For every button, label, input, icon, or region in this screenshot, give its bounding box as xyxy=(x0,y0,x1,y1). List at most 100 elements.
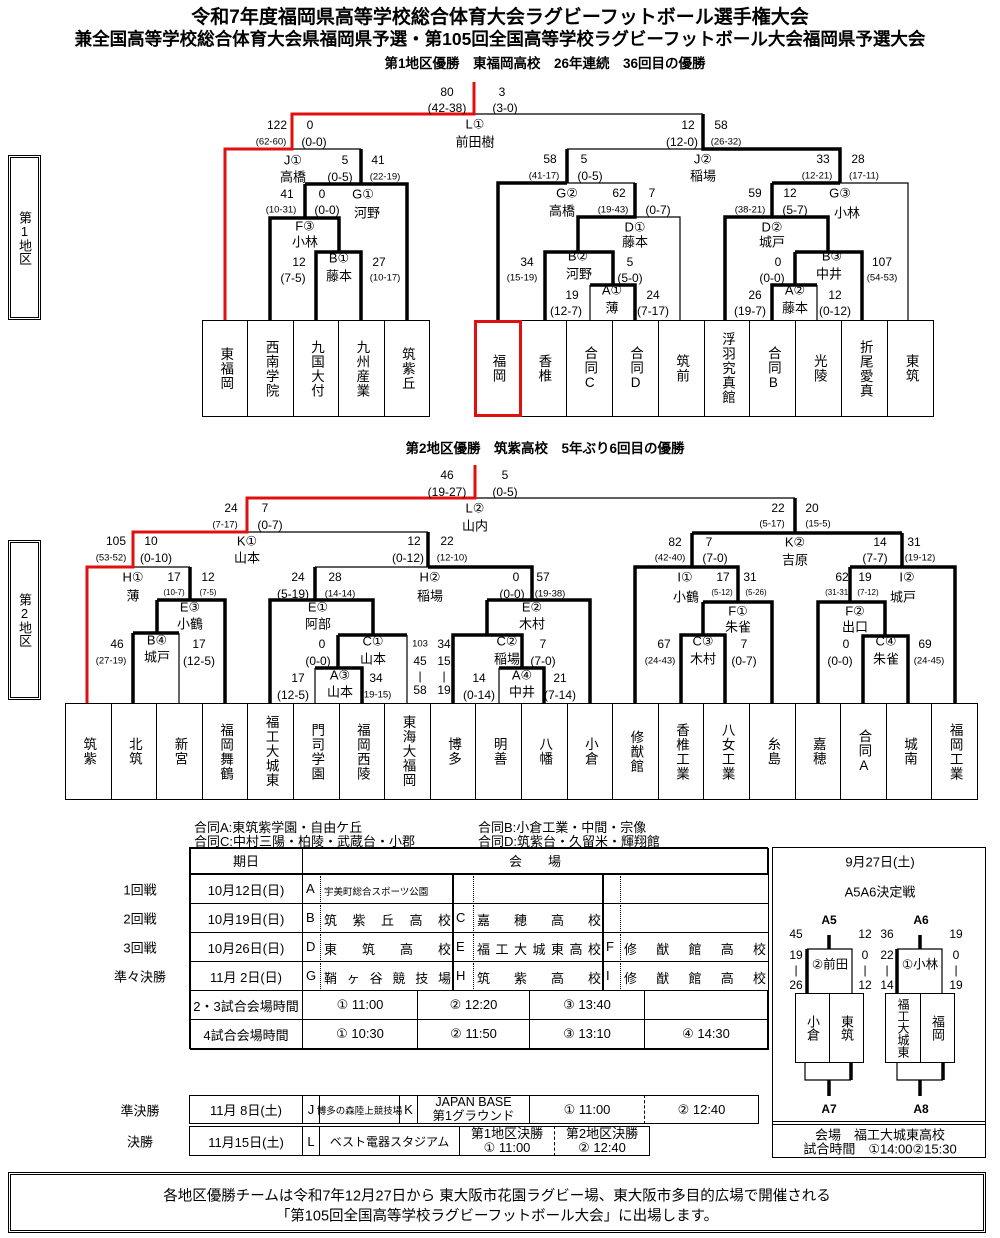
date-cell: 11月 2日(日) xyxy=(189,961,303,991)
score-label: (7-0) xyxy=(702,551,728,565)
round-label: 2回戦 xyxy=(123,911,157,927)
venue-divider xyxy=(473,905,474,933)
half-score-label: (27-19) xyxy=(95,655,127,667)
score-label: 12 xyxy=(292,255,306,269)
region2-teams: 筑紫北筑新宮福岡舞鶴福工大城東門司学園福岡西陵東海大福岡博多明善八幡小倉修猷館香… xyxy=(65,703,978,800)
match-label: 高橋 xyxy=(279,169,307,185)
score-label: 122 xyxy=(266,118,288,132)
joint-team-note: 合同A:東筑紫学園・自由ケ丘 xyxy=(194,820,363,835)
team-cell: 福岡工業 xyxy=(947,722,963,781)
score-label: 36 xyxy=(880,927,894,941)
team-cell: 門司学園 xyxy=(294,704,340,799)
time-row-label: 2・3試合会場時間 xyxy=(189,990,303,1020)
half-score-label: (5-17) xyxy=(759,518,785,530)
score-label: 7 xyxy=(539,637,547,651)
venue-name: 東筑高校 xyxy=(324,942,451,957)
match-label: 藤本 xyxy=(621,234,649,250)
time-row-label: 4試合会場時間 xyxy=(189,1019,303,1049)
venue-code: L xyxy=(302,1126,320,1156)
venue-name: ベスト電器スタジアム xyxy=(319,1126,460,1156)
match-label: 朱雀 xyxy=(724,619,752,635)
venue-divider xyxy=(620,963,621,991)
date-cell: 11月 8日(土) xyxy=(189,1095,303,1124)
half-score-label: 19 xyxy=(789,948,803,962)
match-label: H② xyxy=(419,569,441,585)
score-label: (5-7) xyxy=(782,203,808,217)
match-label: 藤本 xyxy=(325,268,353,284)
match-label: 藤本 xyxy=(781,300,809,316)
match-time: ① 11:00 xyxy=(483,1140,531,1155)
score-label: (12-5) xyxy=(276,688,310,702)
half-score-label: (22-19) xyxy=(369,171,401,183)
score-label: 57 xyxy=(536,570,550,584)
header-date: 期日 xyxy=(189,847,303,874)
venue-name: 修猷館高校 xyxy=(624,971,766,986)
score-label: 20 xyxy=(805,501,819,515)
venue-name: 福工大城東高校 xyxy=(477,942,601,957)
playoff-venue: 会場 福工大城東高校 xyxy=(814,1127,946,1143)
score-label: (0-12) xyxy=(391,551,425,565)
match-label: G③ xyxy=(829,185,851,201)
match-time: ② 12:40 xyxy=(578,1140,626,1155)
score-label: 69 xyxy=(918,637,932,651)
match-label: 山本 xyxy=(359,651,387,667)
score-label: 0 xyxy=(306,118,314,132)
score-label: (0-0) xyxy=(305,654,331,668)
half-score-label: (19-38) xyxy=(534,588,566,600)
venue-divider xyxy=(320,876,321,904)
score-label: 7 xyxy=(740,637,748,651)
slot-label: A5 xyxy=(821,913,837,927)
match-label: K② xyxy=(784,534,806,550)
score-label: 19 xyxy=(565,288,579,302)
match-label: E① xyxy=(307,599,329,615)
score-label: (7-7) xyxy=(862,551,888,565)
match-label: 小鶴 xyxy=(672,589,700,605)
match-label: 小林 xyxy=(833,205,861,221)
half-score-label: (19-43) xyxy=(597,204,629,216)
slot-label: A7 xyxy=(821,1102,837,1116)
time-slot xyxy=(644,990,768,1020)
score-label: 28 xyxy=(851,152,865,166)
venue-code: H xyxy=(456,968,466,983)
half-score-label: (54-53) xyxy=(866,272,898,284)
score-label: 34 xyxy=(369,671,383,685)
score-label: (7-0) xyxy=(530,654,556,668)
half-score-label: 0 xyxy=(952,948,960,962)
team-cell: 合同D xyxy=(613,321,659,416)
venue-line: 第1グラウンド xyxy=(432,1108,515,1123)
match-label: 前田樹 xyxy=(455,134,495,150)
team-cell: 新宮 xyxy=(157,704,203,799)
score-label: (12-0) xyxy=(665,135,699,149)
date-cell: 11月15日(土) xyxy=(189,1126,303,1156)
half-score-label: (10-17) xyxy=(369,272,401,284)
winner-path-line xyxy=(223,82,476,320)
team-cell: 香椎工業 xyxy=(659,704,705,799)
team-cell: 九国大付 xyxy=(294,321,340,416)
half-score-label: (14-14) xyxy=(324,588,356,600)
team-cell: 浮羽究真館 xyxy=(705,321,751,416)
score-label: 12 xyxy=(828,288,842,302)
score-label: (0-0) xyxy=(314,203,340,217)
match-label: 吉原 xyxy=(781,552,809,568)
score-label: 62 xyxy=(835,570,849,584)
venue-name: 筑紫高校 xyxy=(477,971,601,986)
team-cell: 博多 xyxy=(431,704,477,799)
venue-name: 宇美町総合スポーツ公園 xyxy=(324,887,429,898)
team-cell: 合同B xyxy=(750,321,797,416)
half-score-label: (62-60) xyxy=(255,136,287,148)
team-cell: 九州産業 xyxy=(339,321,385,416)
match-label: B③ xyxy=(821,248,843,264)
score-label: 7 xyxy=(648,186,656,200)
team-cell: 八幡 xyxy=(522,704,568,799)
team-cell: 小倉 xyxy=(795,993,830,1063)
match-label: B④ xyxy=(146,632,168,648)
score-label: 82 xyxy=(668,535,682,549)
score-label: 3 xyxy=(498,85,506,99)
half-score-label: (15-5) xyxy=(805,518,831,530)
bracket-line xyxy=(292,113,909,320)
team-cell: 東筑 xyxy=(829,993,864,1063)
score-label: (0-0) xyxy=(499,587,525,601)
